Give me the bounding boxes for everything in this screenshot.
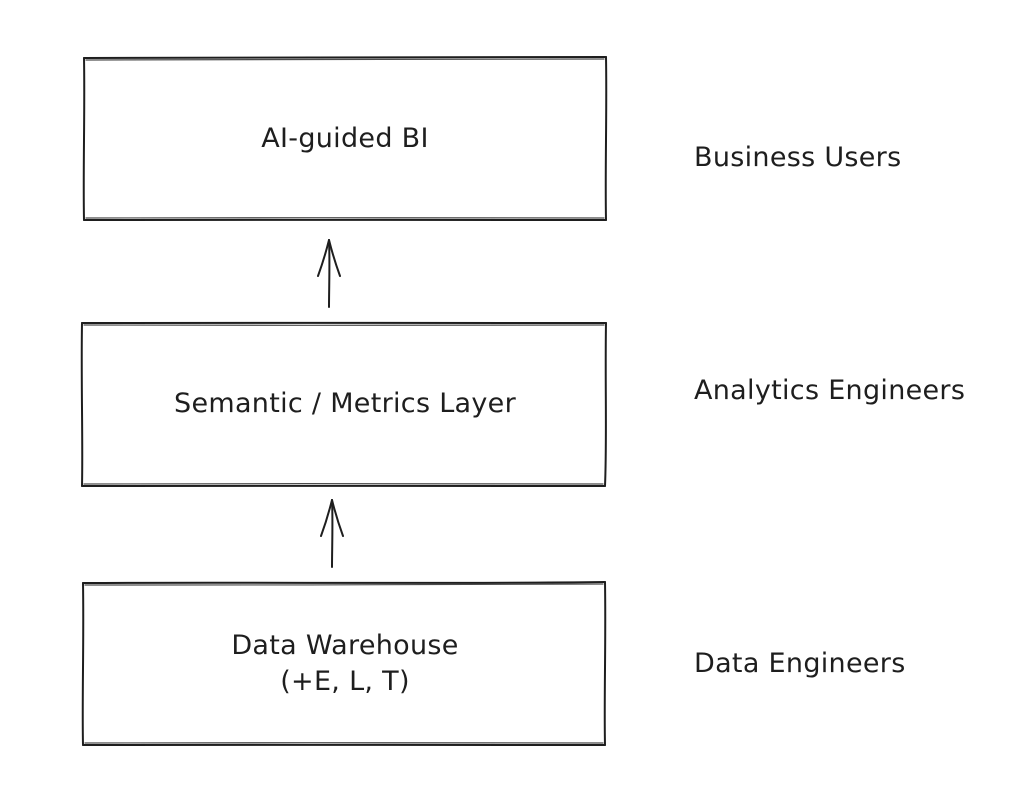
box-semantic-metrics-layer xyxy=(80,321,607,488)
box-ai-guided-bi xyxy=(82,56,608,222)
role-label-analytics-engineers: Analytics Engineers xyxy=(694,375,966,406)
layer-label-bi: AI-guided BI xyxy=(261,123,429,154)
arrow-semantic-to-bi xyxy=(317,239,341,308)
layer-label-warehouse: Data Warehouse xyxy=(231,630,459,661)
role-label-data-engineers: Data Engineers xyxy=(694,648,906,679)
box-data-warehouse xyxy=(81,581,607,747)
layer-label-warehouse-sub: (+E, L, T) xyxy=(280,666,410,697)
role-label-business-users: Business Users xyxy=(694,142,902,173)
layer-label-semantic: Semantic / Metrics Layer xyxy=(174,388,516,419)
arrow-warehouse-to-semantic xyxy=(320,499,344,568)
